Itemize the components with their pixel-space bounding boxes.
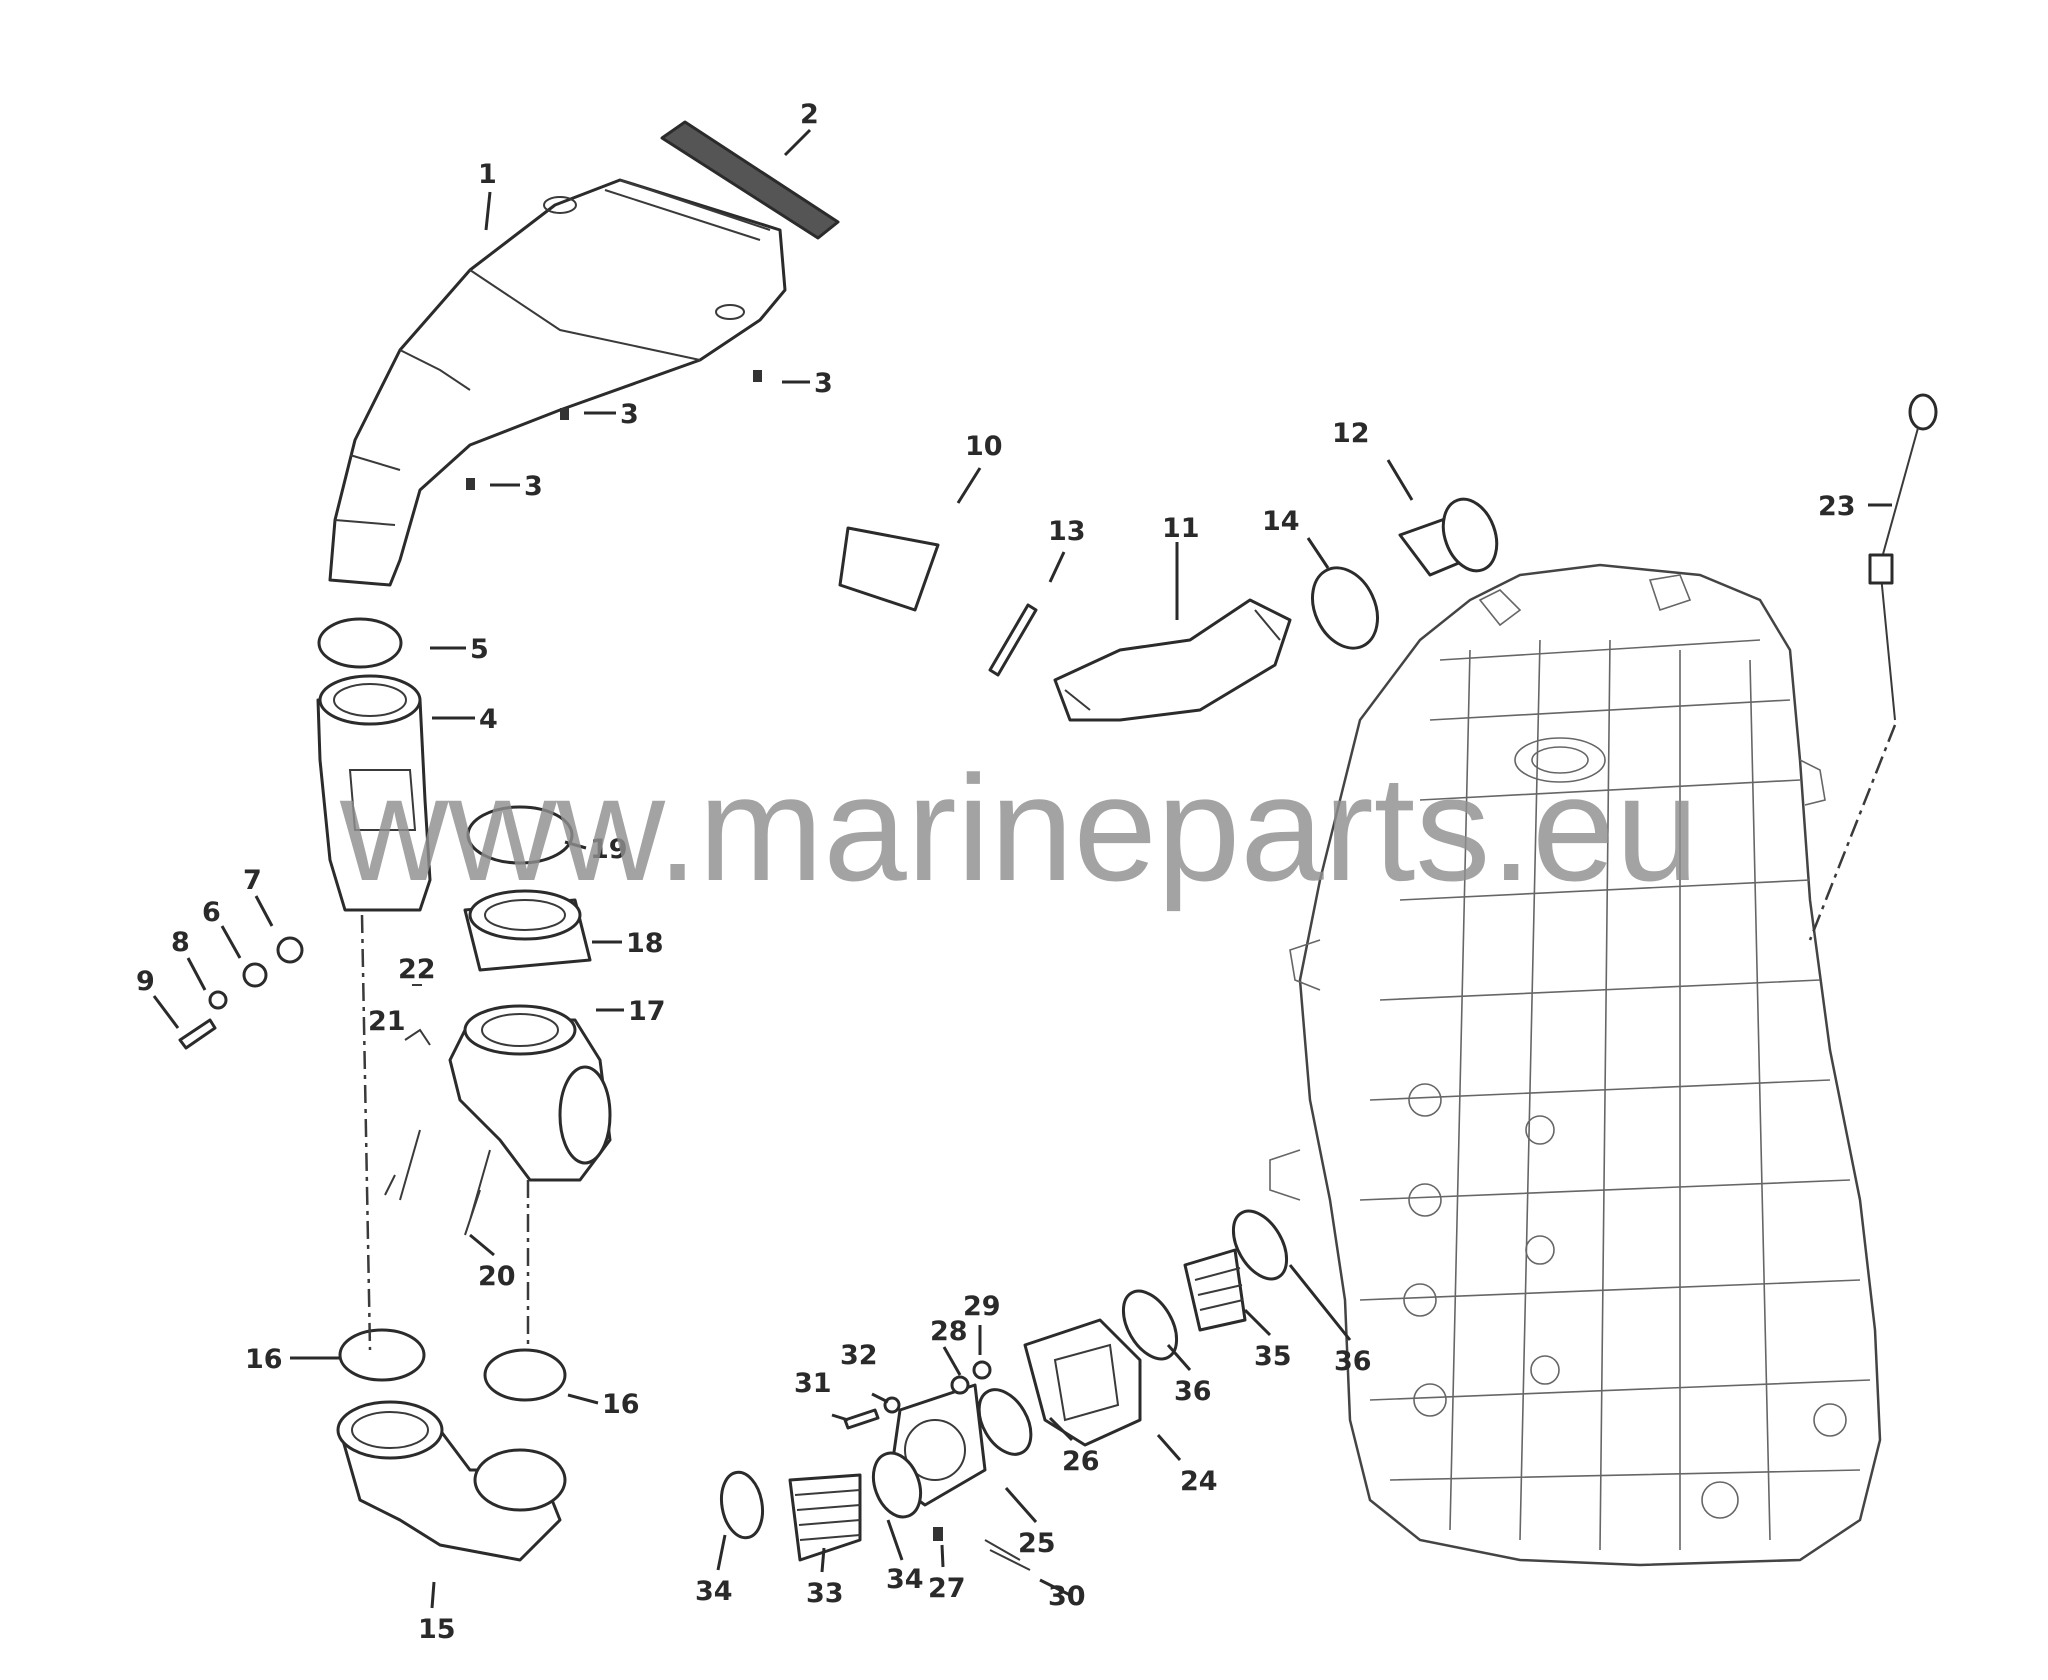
callout-15: 15 (418, 1614, 456, 1645)
part-32-washer (883, 1396, 901, 1414)
part-14-clamp (1311, 566, 1379, 650)
part-27-screw (933, 1527, 943, 1541)
callout-3: 3 (620, 399, 639, 430)
part-12-coupler (1398, 497, 1499, 577)
callout-36: 36 (1334, 1346, 1372, 1377)
part-36-seal-left (1121, 1289, 1179, 1361)
part-30-bolts (984, 1539, 1031, 1571)
part-1-air-intake-duct (328, 178, 787, 587)
part-31-bolt (843, 1408, 880, 1430)
part-18-seal (463, 889, 592, 972)
callout-17: 17 (628, 996, 666, 1027)
part-4-adapter (316, 674, 432, 912)
part-19-clamp (466, 805, 574, 865)
callout-34: 34 (695, 1576, 733, 1607)
part-24-valve-housing (1023, 1318, 1142, 1447)
callout-4: 4 (479, 704, 498, 735)
part-26-gasket (977, 1388, 1033, 1456)
callout-23: 23 (1818, 491, 1856, 522)
part-5-clamp (317, 617, 403, 669)
callout-16: 16 (245, 1344, 283, 1375)
callout-24: 24 (1180, 1466, 1218, 1497)
callout-12: 12 (1332, 418, 1370, 449)
part-13-rod (988, 603, 1038, 677)
callout-19: 19 (590, 834, 628, 865)
callout-14: 14 (1262, 506, 1300, 537)
callout-2: 2 (800, 99, 819, 130)
callout-leaders (152, 128, 1892, 1609)
callout-28: 28 (930, 1316, 968, 1347)
part-28-nut (950, 1375, 970, 1395)
part-15-y-manifold (336, 1400, 567, 1562)
callout-31: 31 (794, 1368, 832, 1399)
part-3-screws (466, 370, 762, 490)
callout-10: 10 (965, 431, 1003, 462)
watermark-text: www.marineparts.eu (339, 744, 1699, 912)
callout-20: 20 (478, 1261, 516, 1292)
callout-7: 7 (243, 865, 262, 896)
callout-1: 1 (478, 159, 497, 190)
callout-3: 3 (814, 368, 833, 399)
part-16-clamp-right (483, 1348, 567, 1402)
part-35-bellows (1183, 1248, 1247, 1332)
callout-30: 30 (1048, 1581, 1086, 1612)
part-9-bolt (178, 1018, 217, 1050)
part-10-sleeve (838, 526, 940, 612)
callout-9: 9 (136, 966, 155, 997)
part-36-seal-right (1231, 1209, 1289, 1281)
part-2-filter-screen (660, 120, 840, 240)
part-20-bolts (384, 1129, 491, 1236)
part-7-nut (276, 936, 304, 964)
part-8-washer (208, 990, 228, 1010)
part-6-washer (242, 962, 268, 988)
assembly-guide-lines (360, 724, 1897, 1351)
part-16-clamp-left (338, 1328, 426, 1382)
callout-6: 6 (202, 897, 221, 928)
callout-8: 8 (171, 927, 190, 958)
callout-labels: 1 2 3 3 3 4 5 6 7 8 9 10 11 12 13 14 15 … (136, 99, 1856, 1645)
part-21-22-fasteners (404, 984, 431, 1046)
callout-18: 18 (626, 928, 664, 959)
callout-25: 25 (1018, 1528, 1056, 1559)
callout-22: 22 (398, 954, 436, 985)
part-29-washer (972, 1360, 992, 1380)
callout-3: 3 (524, 471, 543, 502)
callout-16: 16 (602, 1389, 640, 1420)
callout-27: 27 (928, 1573, 966, 1604)
part-34-seal-left (719, 1470, 765, 1540)
part-11-hose (1053, 598, 1292, 722)
part-23-dipstick (1868, 393, 1938, 721)
part-17-throttle-body (448, 1004, 612, 1182)
callout-35: 35 (1254, 1341, 1292, 1372)
engine-block (1269, 563, 1882, 1567)
callout-11: 11 (1162, 513, 1200, 544)
part-34-seal-right (871, 1451, 923, 1519)
callout-34: 34 (886, 1564, 924, 1595)
callout-13: 13 (1048, 516, 1086, 547)
callout-26: 26 (1062, 1446, 1100, 1477)
callout-36: 36 (1174, 1376, 1212, 1407)
callout-32: 32 (840, 1340, 878, 1371)
callout-29: 29 (963, 1291, 1001, 1322)
part-33-bellows (788, 1473, 862, 1562)
callout-5: 5 (470, 634, 489, 665)
callout-33: 33 (806, 1578, 844, 1609)
callout-21: 21 (368, 1006, 406, 1037)
